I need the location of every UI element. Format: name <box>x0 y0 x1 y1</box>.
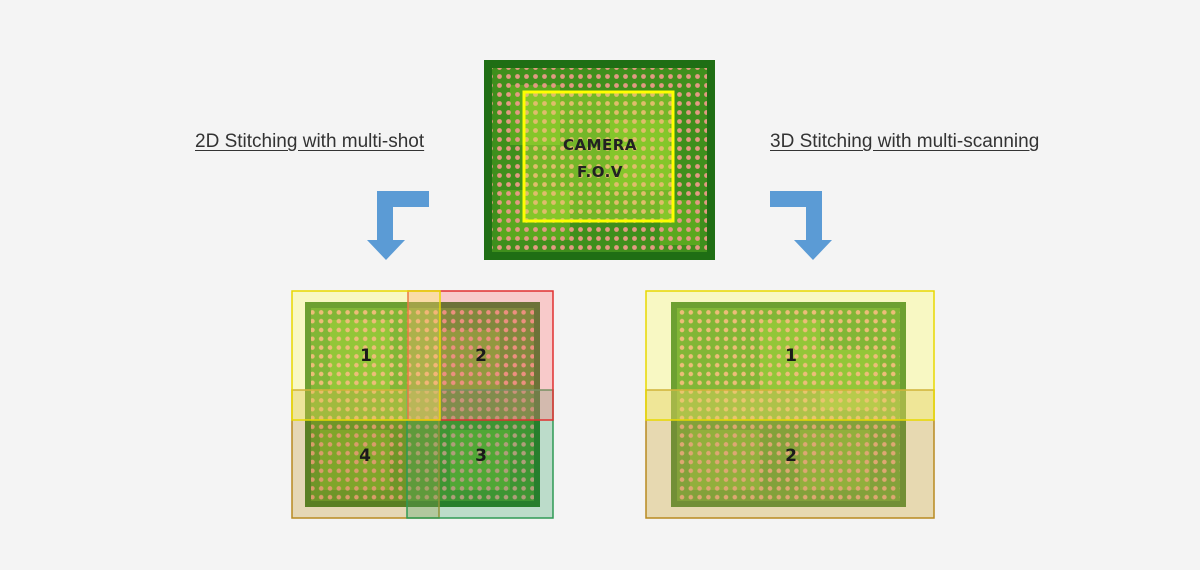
region-2d-4 <box>291 389 440 519</box>
region-2d-label-2: 2 <box>475 346 487 366</box>
arrow-down-left-icon <box>367 191 429 260</box>
region-2d-1 <box>291 290 441 421</box>
region-2d-2 <box>407 290 554 421</box>
pcb-3d <box>671 302 906 507</box>
camera-fov-box <box>522 90 675 223</box>
camera-fov-label-line1: CAMERA <box>563 136 637 154</box>
arrow-down-right-icon <box>770 191 832 260</box>
region-2d-label-1: 1 <box>360 346 372 366</box>
pcb-2d <box>305 302 540 507</box>
region-3d-label-2: 2 <box>785 446 797 466</box>
region-3d-1 <box>645 290 935 421</box>
pcb-top <box>484 60 715 260</box>
heading-2d-stitching: 2D Stitching with multi-shot <box>195 131 425 152</box>
region-2d-label-4: 4 <box>359 446 371 466</box>
camera-fov-label-line2: F.O.V <box>577 163 623 181</box>
region-2d-label-3: 3 <box>475 446 487 466</box>
region-2d-3 <box>406 389 554 519</box>
region-3d-label-1: 1 <box>785 346 797 366</box>
heading-3d-stitching: 3D Stitching with multi-scanning <box>770 131 1040 152</box>
region-3d-2 <box>645 389 935 519</box>
